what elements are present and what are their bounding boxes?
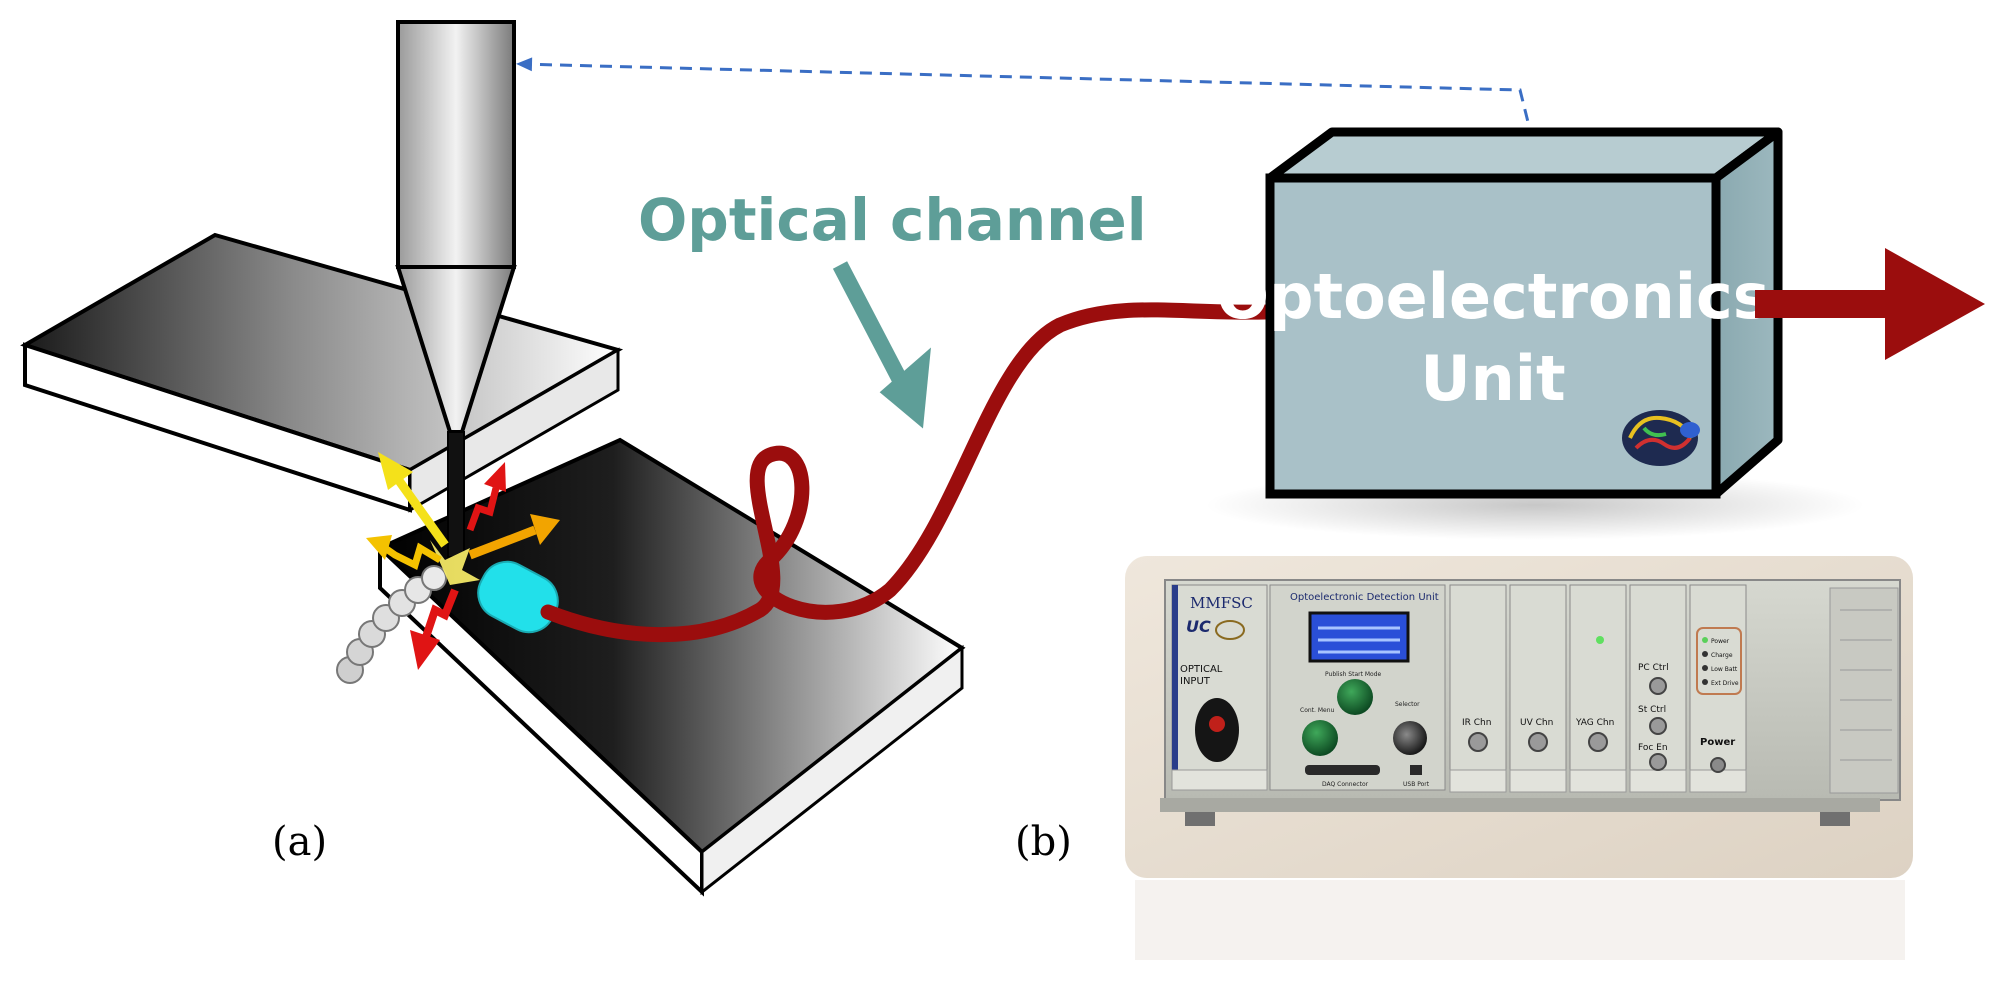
optical-input-label: OPTICAL (1180, 664, 1223, 675)
usb-port (1410, 765, 1422, 775)
status-led-low-batt: Low Batt (1711, 666, 1738, 673)
device-header: Optoelectronic Detection Unit (1290, 592, 1439, 603)
output-label-st: St Ctrl (1638, 705, 1666, 715)
device-seal-icon (1215, 620, 1245, 640)
channel-label-yag: YAG Chn (1575, 718, 1614, 728)
unit-label-line2: Unit (1420, 342, 1565, 415)
status-led-ext-drive: Ext Drive (1711, 680, 1739, 687)
bnc-connector-yag (1588, 732, 1608, 752)
knob-label: Selector (1395, 701, 1420, 708)
green-button-top[interactable] (1337, 679, 1373, 715)
brain-icon (1622, 410, 1700, 466)
status-led-power: Power (1711, 638, 1730, 645)
right-plate-side (700, 644, 964, 896)
optoelectronics-unit: Optoelectronics Unit (1205, 127, 1865, 540)
daq-connector (1305, 765, 1380, 775)
device-photo: MMFSC UC OPTICAL INPUT Optoelectronic De… (1125, 556, 1913, 960)
output-label-foc: Foc En (1638, 743, 1668, 753)
output-label-pc: PC Ctrl (1638, 663, 1669, 673)
selector-knob[interactable] (1393, 721, 1427, 755)
connector-label: DAQ Connector (1322, 781, 1369, 788)
panel-label-a: (a) (272, 819, 327, 865)
status-led-charge: Charge (1711, 652, 1733, 659)
bnc-connector-foc (1649, 753, 1667, 771)
channel-modules (1449, 584, 1747, 793)
device-brand: MMFSC (1190, 594, 1253, 612)
optical-fiber (540, 302, 1273, 643)
device-logo-text: UC (1186, 617, 1211, 636)
bnc-connector-st (1649, 717, 1667, 735)
green-button-left[interactable] (1302, 720, 1338, 756)
usb-label: USB Port (1403, 781, 1430, 788)
lcd-display (1308, 611, 1410, 663)
optical-input-label-2: INPUT (1180, 676, 1211, 687)
bnc-connector-uv (1528, 732, 1548, 752)
power-switch[interactable] (1710, 757, 1726, 773)
channel-label-uv: UV Chn (1520, 718, 1553, 728)
bnc-connector-pc (1649, 677, 1667, 695)
optical-channel-label: Optical channel (638, 186, 1147, 254)
channel-label-ir: IR Chn (1462, 718, 1491, 728)
button-top-label: Publish Start Mode (1325, 671, 1382, 678)
bnc-connector-ir (1468, 732, 1488, 752)
weld-bead (336, 565, 447, 684)
unit-label-line1: Optoelectronics (1216, 260, 1769, 333)
radiation-emission (366, 452, 560, 670)
button-left-label: Cont. Menu (1300, 707, 1335, 714)
power-label: Power (1700, 737, 1735, 748)
panel-label-b: (b) (1015, 819, 1072, 865)
optical-channel-pointer (832, 261, 931, 429)
welding-torch (395, 20, 517, 558)
output-arrow (1755, 248, 1985, 360)
